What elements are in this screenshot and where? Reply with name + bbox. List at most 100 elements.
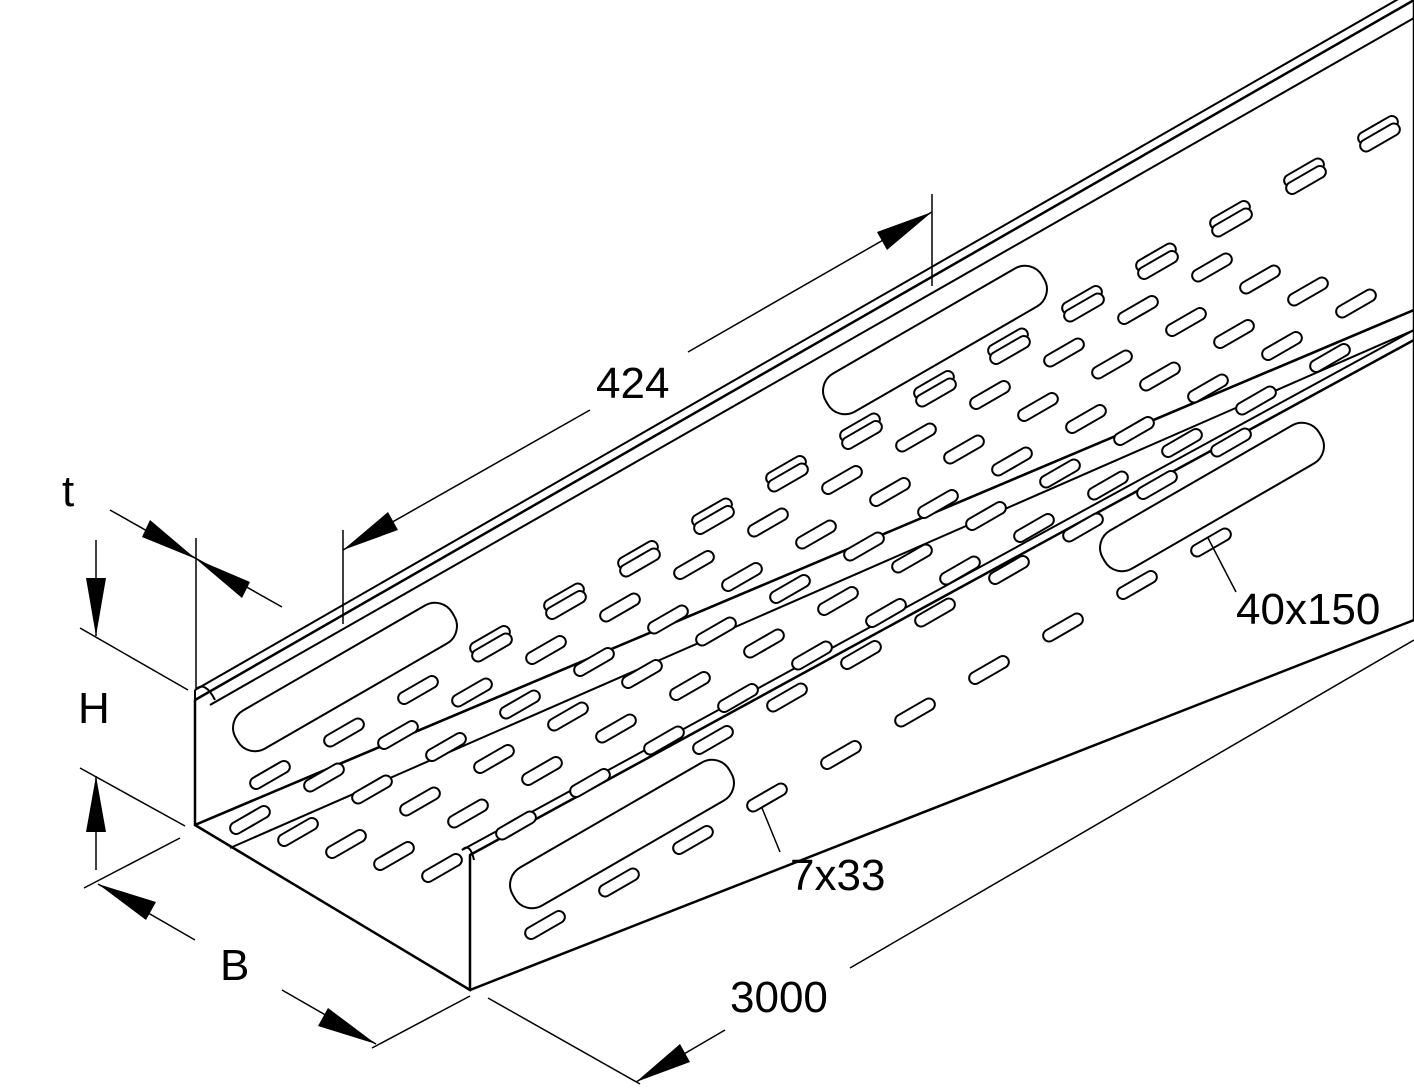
base-slot: [547, 701, 589, 732]
base-slot: [495, 810, 537, 841]
pitch-label: 424: [596, 359, 669, 408]
left-wall-slot: [471, 632, 513, 663]
3000-arrow-left: [636, 1044, 690, 1082]
base-slot: [351, 774, 393, 805]
base-slot: [421, 853, 463, 883]
base-slot: [695, 616, 737, 647]
t-arrow-left: [142, 520, 196, 559]
t-label: t: [62, 467, 74, 516]
right-wall-slots: [524, 427, 1252, 940]
base-slot: [1161, 428, 1203, 458]
left-wall-slot: [915, 377, 957, 408]
base-slot: [965, 501, 1007, 531]
large-slot-right-wall-back: [1099, 421, 1325, 573]
front-lip: [194, 685, 216, 701]
base-slot: [1335, 288, 1377, 319]
dimension-3000: 3000: [487, 639, 1414, 1085]
small-slot-label: 7x33: [790, 851, 885, 900]
base-slot: [277, 817, 319, 847]
base-slot: [473, 744, 515, 774]
large-slot-left-wall-back: [822, 264, 1048, 416]
base-slot: [425, 732, 467, 762]
right-wall-slot: [598, 867, 640, 898]
base-slot: [399, 786, 441, 817]
b-arrow-left: [98, 884, 156, 920]
base-slot: [743, 628, 785, 659]
left-wall-slot: [1211, 207, 1253, 238]
base-slot: [717, 683, 759, 713]
left-wall-slot: [767, 462, 809, 493]
large-slot-label: 40x150: [1236, 585, 1380, 634]
large-slot-right-wall-front: [509, 758, 735, 910]
base-slot: [1213, 319, 1255, 349]
callout-40x150: 40x150: [1207, 537, 1380, 634]
right-wall-slot: [672, 825, 714, 855]
base-slot: [325, 829, 367, 859]
base-slot: [1309, 343, 1351, 373]
h-arrow-top: [86, 578, 106, 636]
base-slot: [573, 647, 615, 677]
right-wall-slot: [988, 555, 1030, 585]
base-slot: [669, 671, 711, 701]
base-slot: [599, 592, 641, 623]
base-slot: [1239, 264, 1281, 295]
left-wall-rim-inner: [209, 17, 1414, 706]
base-slot: [647, 604, 689, 635]
base-slot: [525, 635, 567, 665]
base-slot: [1113, 416, 1155, 446]
base-slot: [1043, 337, 1085, 368]
b-label: B: [220, 941, 249, 990]
left-wall-slot: [1359, 122, 1401, 153]
base-slot: [595, 713, 637, 744]
base-slot: [895, 422, 937, 453]
base-slot: [791, 640, 833, 671]
front-edge-left: [194, 690, 471, 992]
dimension-h: H: [78, 540, 189, 870]
424-arrow-left: [343, 512, 398, 550]
right-wall-slot: [968, 655, 1010, 685]
right-wall-slot: [1042, 612, 1084, 643]
left-wall-slots: [249, 115, 1401, 790]
base-slot: [1235, 385, 1277, 416]
base-slot: [1261, 331, 1303, 361]
base-slot: [643, 725, 685, 756]
t-arrow-right: [196, 559, 250, 598]
right-wall-slot: [820, 740, 862, 770]
base-slot: [1087, 470, 1129, 501]
base-slot: [865, 598, 907, 628]
base-slot: [1139, 361, 1181, 392]
base-slot: [795, 519, 837, 550]
base-slot: [451, 677, 493, 708]
right-wall-slot: [1210, 427, 1252, 458]
left-wall-slot: [545, 590, 587, 620]
base-slot: [1117, 295, 1159, 325]
b-arrow-right: [318, 1008, 376, 1044]
right-wall-slot: [1136, 470, 1178, 500]
right-wall-slot: [766, 682, 808, 713]
base-slot: [373, 841, 415, 871]
base-slot: [917, 489, 959, 519]
base-slot: [229, 805, 271, 835]
right-wall-slot: [1116, 570, 1158, 600]
left-wall-slot: [1137, 250, 1179, 280]
base-slot: [1013, 513, 1055, 543]
h-arrow-bottom: [86, 776, 106, 832]
right-wall-slot: [692, 725, 734, 755]
base-slots: [229, 252, 1377, 883]
base-slot: [747, 507, 789, 538]
base-slot: [673, 550, 715, 580]
right-wall-rim: [461, 329, 1414, 851]
left-wall-slot: [989, 335, 1031, 365]
right-wall-slot: [1062, 512, 1104, 543]
base-slot: [447, 798, 489, 829]
large-slot-left-wall-front: [232, 601, 458, 753]
right-wall-slot: [894, 697, 936, 728]
left-wall-slot: [1285, 165, 1327, 195]
base-slot: [891, 543, 933, 574]
424-arrow-right: [877, 212, 932, 250]
right-wall-slot: [524, 910, 566, 940]
base-slot: [939, 555, 981, 586]
left-wall-slot: [619, 547, 661, 578]
left-wall-slot: [841, 420, 883, 450]
